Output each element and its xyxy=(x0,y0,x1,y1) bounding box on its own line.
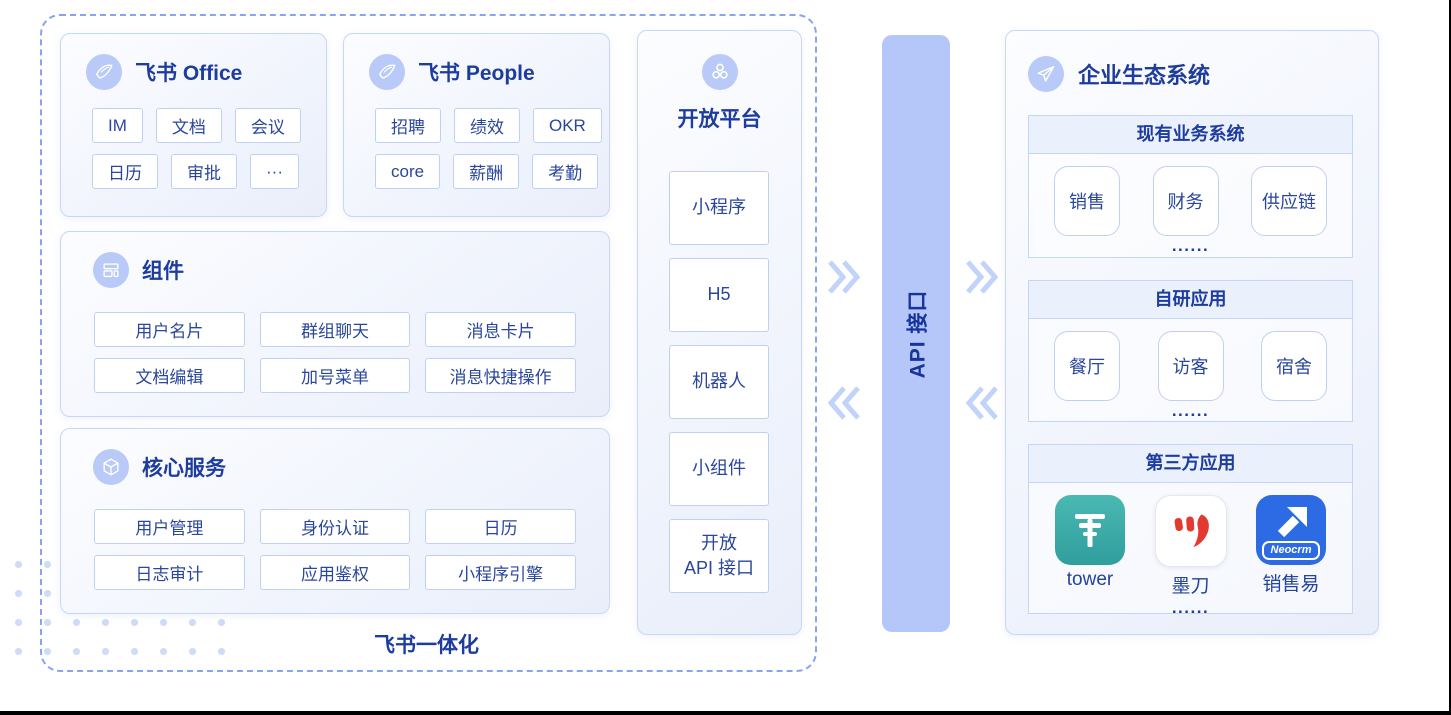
office-item: IM xyxy=(92,108,143,143)
people-item: core xyxy=(375,154,441,189)
ecosystem-title: 企业生态系统 xyxy=(1078,63,1211,88)
open-platform-items: 小程序 H5 机器人 小组件 开放 API 接口 xyxy=(669,171,769,593)
chevron-left-icon xyxy=(827,384,861,427)
section-existing-business-systems: 现有业务系统 销售 财务 供应链 ...... xyxy=(1028,115,1353,258)
component-item: 群组聊天 xyxy=(259,312,411,347)
feishu-logo-icon xyxy=(86,54,122,90)
core-service-item: 小程序引擎 xyxy=(425,555,576,590)
office-item: 会议 xyxy=(234,108,301,143)
chevron-right-icon xyxy=(827,258,861,301)
section-items: 销售 财务 供应链 xyxy=(1029,154,1352,236)
components-items: 用户名片 群组聊天 消息卡片 文档编辑 加号菜单 消息快捷操作 xyxy=(94,312,576,393)
office-item: 日历 xyxy=(92,154,158,189)
chevron-left-icon xyxy=(965,384,999,427)
component-item: 加号菜单 xyxy=(259,358,411,393)
people-item: 薪酬 xyxy=(453,154,520,189)
card-header: 飞书 Office xyxy=(86,54,242,90)
cluster-circles-icon xyxy=(701,54,738,90)
people-item: 招聘 xyxy=(375,108,441,143)
card-title-core-services: 核心服务 xyxy=(142,457,226,480)
app-label: 销售易 xyxy=(1262,574,1320,595)
card-header: 飞书 People xyxy=(369,54,535,90)
feishu-logo-icon xyxy=(369,54,405,90)
ellipsis-more: ...... xyxy=(1171,401,1210,420)
app-neocrm: Neocrm 销售易 xyxy=(1255,495,1327,598)
feishu-integration-label: 飞书一体化 xyxy=(374,634,479,657)
core-service-item: 应用鉴权 xyxy=(259,555,411,590)
core-service-item: 日志审计 xyxy=(94,555,245,590)
cube-icon xyxy=(93,449,129,485)
section-title: 现有业务系统 xyxy=(1029,116,1352,154)
app-label: 墨刀 xyxy=(1171,576,1210,597)
ecosystem-header: 企业生态系统 xyxy=(1028,56,1210,92)
open-platform-header: 开放平台 xyxy=(638,54,801,133)
section-inhouse-apps: 自研应用 餐厅 访客 宿舍 ...... xyxy=(1028,280,1353,422)
open-platform-item: 小程序 xyxy=(669,171,769,245)
card-core-services: 核心服务 用户管理 身份认证 日历 日志审计 应用鉴权 小程序引擎 xyxy=(60,428,610,614)
card-header: 核心服务 xyxy=(93,449,226,485)
section-title: 第三方应用 xyxy=(1029,445,1352,483)
neocrm-badge: Neocrm xyxy=(1262,541,1320,560)
section-items: 餐厅 访客 宿舍 xyxy=(1029,319,1352,401)
component-item: 消息卡片 xyxy=(425,312,576,347)
people-item: OKR xyxy=(533,108,602,143)
office-item: 审批 xyxy=(171,154,237,189)
component-item: 消息快捷操作 xyxy=(425,358,576,393)
system-tile: 餐厅 xyxy=(1054,331,1120,401)
component-item: 文档编辑 xyxy=(94,358,245,393)
layout-grid-icon xyxy=(93,252,129,288)
card-header: 组件 xyxy=(93,252,184,288)
card-title-components: 组件 xyxy=(142,260,184,283)
card-components: 组件 用户名片 群组聊天 消息卡片 文档编辑 加号菜单 消息快捷操作 xyxy=(60,231,610,417)
office-item: 文档 xyxy=(155,108,222,143)
screenshot-bottom-edge xyxy=(0,711,1451,715)
feishu-suite-dashed-group xyxy=(40,14,817,672)
open-platform-item: 开放 API 接口 xyxy=(669,519,769,593)
app-modao: 墨刀 xyxy=(1154,495,1227,598)
card-feishu-people: 飞书 People 招聘 绩效 OKR core 薪酬 考勤 xyxy=(343,33,610,217)
app-label: tower xyxy=(1066,569,1114,590)
core-service-item: 身份认证 xyxy=(259,509,411,544)
card-title-office: 飞书 Office xyxy=(135,62,243,85)
card-feishu-office: 飞书 Office IM 文档 会议 日历 审批 ··· xyxy=(60,33,327,217)
open-platform-item: H5 xyxy=(669,258,769,332)
chevron-right-icon xyxy=(965,258,999,301)
api-interface-label: API 接口 xyxy=(906,289,929,378)
card-title-people: 飞书 People xyxy=(418,62,535,85)
card-enterprise-ecosystem: 企业生态系统 现有业务系统 销售 财务 供应链 ...... 自研应用 餐厅 访… xyxy=(1005,30,1379,635)
modao-app-icon xyxy=(1154,495,1227,567)
people-item: 绩效 xyxy=(454,108,520,143)
core-service-item: 用户管理 xyxy=(94,509,245,544)
neocrm-app-icon: Neocrm xyxy=(1256,495,1326,565)
screenshot-right-edge xyxy=(1449,0,1451,715)
people-items: 招聘 绩效 OKR core 薪酬 考勤 xyxy=(375,108,602,189)
tower-app-icon xyxy=(1055,495,1125,565)
api-interface-bar: API 接口 xyxy=(882,35,950,632)
app-tower: tower xyxy=(1054,495,1126,598)
paper-plane-icon xyxy=(1028,56,1064,92)
system-tile: 供应链 xyxy=(1251,166,1327,236)
system-tile: 宿舍 xyxy=(1261,331,1327,401)
core-services-items: 用户管理 身份认证 日历 日志审计 应用鉴权 小程序引擎 xyxy=(94,509,576,590)
system-tile: 销售 xyxy=(1054,166,1120,236)
card-open-platform: 开放平台 小程序 H5 机器人 小组件 开放 API 接口 xyxy=(637,30,802,635)
office-items: IM 文档 会议 日历 审批 ··· xyxy=(92,108,301,189)
people-item: 考勤 xyxy=(532,154,599,189)
system-tile: 访客 xyxy=(1157,331,1224,401)
open-platform-title: 开放平台 xyxy=(677,108,762,131)
section-title: 自研应用 xyxy=(1029,281,1352,319)
section-apps: tower 墨刀 Neocrm 销售易 xyxy=(1029,483,1352,598)
component-item: 用户名片 xyxy=(94,312,245,347)
open-platform-item: 小组件 xyxy=(669,432,769,506)
office-item-more: ··· xyxy=(250,154,299,189)
ellipsis-more: ...... xyxy=(1171,598,1210,617)
section-third-party-apps: 第三方应用 tower 墨刀 Neocrm xyxy=(1028,444,1353,617)
open-platform-item: 机器人 xyxy=(669,345,769,419)
ellipsis-more: ...... xyxy=(1171,236,1210,255)
system-tile: 财务 xyxy=(1152,166,1219,236)
core-service-item: 日历 xyxy=(425,509,576,544)
